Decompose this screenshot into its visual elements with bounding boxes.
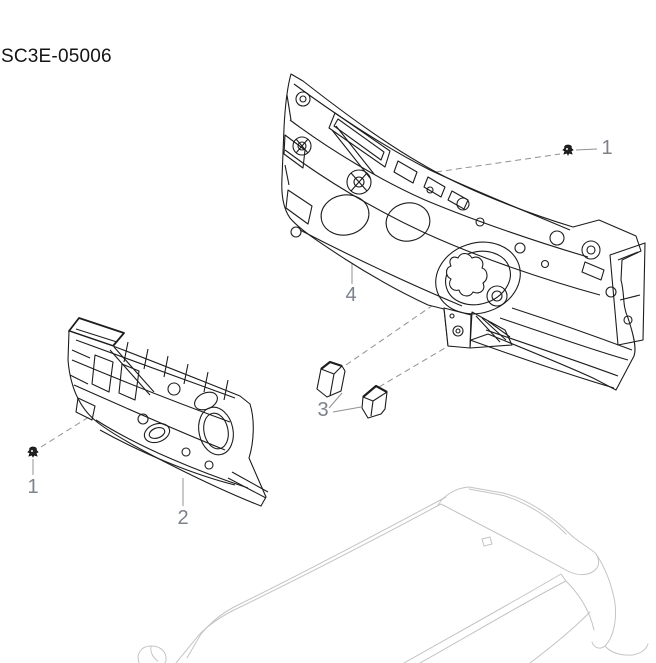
- part-4-dash-panel-drawing[interactable]: [281, 73, 646, 391]
- part-1-clip-lower-drawing[interactable]: [27, 446, 39, 458]
- part-code: SC3E-05006: [1, 46, 112, 67]
- leader-1-lower-dashed: [40, 409, 101, 448]
- leader-1-upper-dashed: [435, 153, 561, 173]
- steering-column-opening: [435, 241, 521, 315]
- callout-1-lower[interactable]: 1: [27, 476, 39, 498]
- part-2-silhouette: [67, 330, 267, 507]
- right-bracket: [609, 242, 646, 346]
- roof-detail-rect: [481, 536, 493, 547]
- callout-3[interactable]: 3: [317, 399, 329, 421]
- vehicle-body-outline: [137, 486, 649, 663]
- leader-3b: [332, 406, 362, 413]
- clover-cutout: [445, 252, 488, 297]
- leader-1-upper: [575, 148, 598, 151]
- callout-2[interactable]: 2: [177, 507, 189, 529]
- part-2-insulator-drawing[interactable]: [67, 317, 269, 507]
- callout-1-upper[interactable]: 1: [601, 137, 613, 159]
- callout-4[interactable]: 4: [345, 284, 357, 306]
- cowl-opening: [328, 112, 391, 168]
- leader-3a-dashed: [345, 300, 440, 366]
- part-1-clip-upper-drawing[interactable]: [562, 144, 574, 156]
- leader-3a: [328, 392, 343, 409]
- part-3-pad-left-drawing[interactable]: [316, 360, 346, 398]
- lower-bracket: [443, 307, 472, 349]
- part-3-pad-right-drawing[interactable]: [361, 384, 388, 419]
